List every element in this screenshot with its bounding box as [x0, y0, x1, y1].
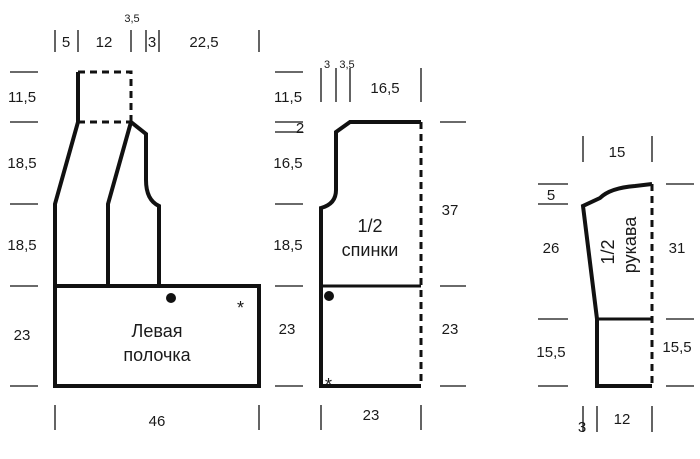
dim-label: 3 — [578, 419, 586, 436]
dim-label: 31 — [669, 240, 686, 257]
dim-label: 18,5 — [273, 237, 302, 254]
dim-label: 3 — [148, 34, 156, 51]
back-half-label-line2: спинки — [342, 240, 399, 260]
back-half-label-line1: 1/2 — [357, 216, 382, 236]
dim-label: 2 — [296, 120, 304, 137]
dim-label: 15 — [609, 144, 626, 161]
dim-label: 23 — [279, 321, 296, 338]
left-front-outline — [53, 284, 261, 388]
sleeve-outline — [580, 182, 653, 388]
left-front-bottom-ticks — [54, 405, 260, 430]
left-front-outer-edge — [53, 72, 80, 286]
star-marker: * — [325, 375, 332, 395]
dim-label: 22,5 — [189, 34, 218, 51]
dim-label: 26 — [543, 240, 560, 257]
dim-label: 5 — [62, 34, 70, 51]
left-front-top-ticks — [54, 30, 260, 52]
sleeve-top-ticks — [582, 136, 653, 162]
left-front-collar-dashed — [78, 70, 133, 124]
left-front-label-line2: полочка — [123, 345, 191, 365]
dim-label: 16,5 — [273, 155, 302, 172]
dim-label: 3,5 — [124, 13, 139, 25]
back-half-bottom-ticks — [320, 405, 422, 430]
star-marker: * — [237, 298, 244, 318]
sleeve-half-piece: 1/2 рукава 15 5 26 15,5 31 15,5 3 12 — [536, 136, 694, 436]
dim-label: 23 — [363, 407, 380, 424]
sleeve-left-ticks — [538, 183, 568, 387]
sleeve-label-line2: рукава — [620, 216, 640, 273]
marker-dot — [166, 293, 176, 303]
back-half-right-ticks — [440, 121, 466, 387]
dim-label: 37 — [442, 202, 459, 219]
left-front-inner-edge — [106, 121, 133, 286]
back-half-top-ticks — [320, 68, 422, 102]
dim-label: 12 — [614, 411, 631, 428]
left-front-left-ticks — [10, 71, 38, 387]
back-half-piece: * 1/2 спинки 3 3,5 16,5 11,5 2 16,5 18,5… — [273, 59, 466, 430]
left-front-label-line1: Левая — [132, 321, 183, 341]
dim-label: 15,5 — [536, 344, 565, 361]
dim-label: 11,5 — [274, 89, 302, 106]
sleeve-bottom-ticks — [582, 406, 653, 432]
dim-label: 3 — [324, 59, 330, 71]
dim-label: 3,5 — [339, 59, 354, 71]
dim-label: 5 — [547, 187, 555, 204]
sleeve-right-ticks — [666, 183, 694, 387]
marker-dot — [324, 291, 334, 301]
dim-label: 12 — [96, 34, 113, 51]
left-front-piece: * Левая полочка 5 12 3,5 3 22,5 11,5 18,… — [7, 13, 295, 430]
dim-label: 23 — [14, 327, 31, 344]
back-half-left-ticks — [275, 71, 303, 387]
sleeve-label-line1: 1/2 — [598, 239, 618, 264]
dim-label: 11,5 — [8, 89, 36, 106]
dim-label: 15,5 — [662, 339, 691, 356]
dim-label: 18,5 — [7, 237, 36, 254]
dim-label: 46 — [149, 413, 166, 430]
dim-label: 18,5 — [7, 155, 36, 172]
dim-label: 23 — [442, 321, 459, 338]
dim-label: 16,5 — [370, 80, 399, 97]
back-half-outline — [319, 120, 421, 388]
left-front-armhole — [129, 120, 161, 286]
